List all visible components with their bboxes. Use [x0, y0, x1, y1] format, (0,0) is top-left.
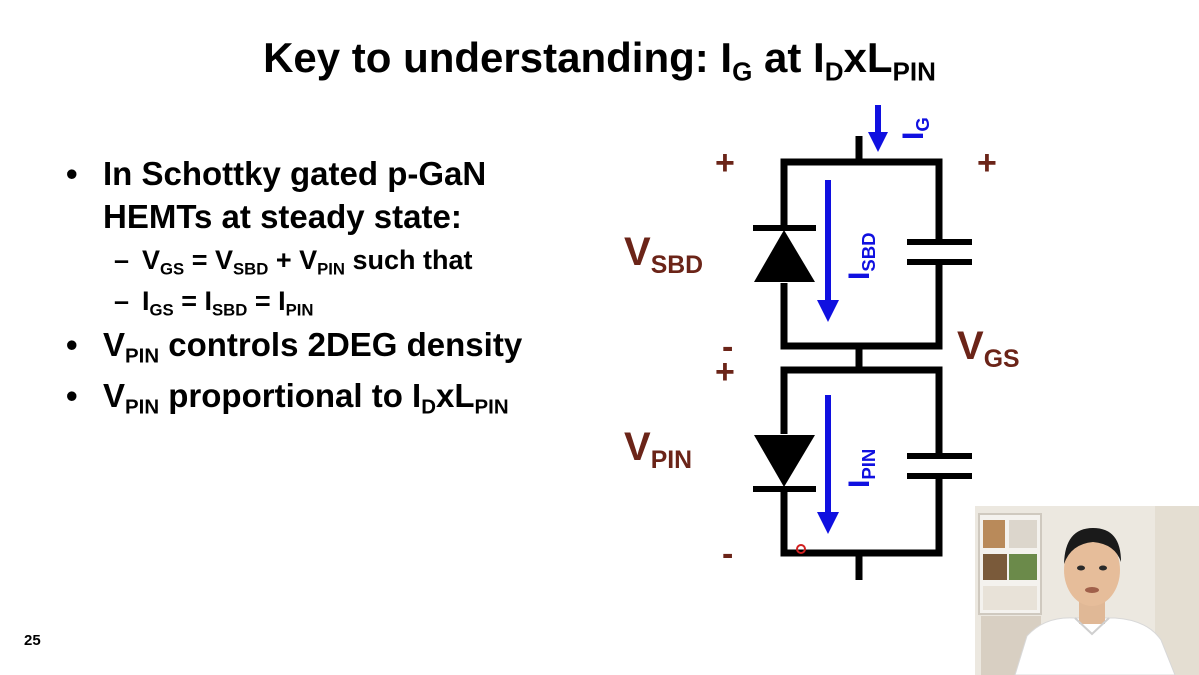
bullet-item: •VPIN controls 2DEG density: [66, 326, 523, 368]
pin-plus-sign: +: [715, 353, 735, 391]
v-gs-label: VGS: [957, 324, 1020, 373]
schottky-diode-icon: [753, 225, 816, 282]
pin-minus-sign: -: [722, 535, 734, 573]
cursor-pointer-icon: [796, 544, 806, 554]
bullet-item: • In Schottky gated p-GaN HEMTs at stead…: [66, 155, 487, 235]
sbd-minus-sign: -: [722, 328, 734, 366]
presenter-video-thumbnail: [975, 506, 1199, 675]
sub-bullet-item: –IGS = ISBD = IPIN: [114, 286, 314, 320]
bullet-list: • In Schottky gated p-GaN HEMTs at stead…: [66, 152, 522, 417]
v-pin-label: VPIN: [624, 425, 693, 474]
ipin-label: IPIN: [843, 448, 879, 488]
isbd-label: ISBD: [843, 232, 879, 280]
sbd-capacitor-icon: [907, 239, 972, 265]
vgs-plus-sign: +: [977, 144, 997, 182]
page-number: 25: [24, 632, 41, 649]
pin-capacitor-icon: [907, 453, 972, 479]
ig-label: IG: [897, 117, 933, 140]
slide-title: Key to understanding: IG at IDxLPIN: [263, 34, 936, 87]
pin-diode-icon: [753, 435, 816, 492]
sbd-plus-sign: +: [715, 144, 735, 182]
sub-bullet-item: –VGS = VSBD + VPIN such that: [114, 245, 473, 279]
bullet-item: •VPIN proportional to IDxLPIN: [66, 377, 509, 419]
v-sbd-label: VSBD: [624, 230, 704, 279]
